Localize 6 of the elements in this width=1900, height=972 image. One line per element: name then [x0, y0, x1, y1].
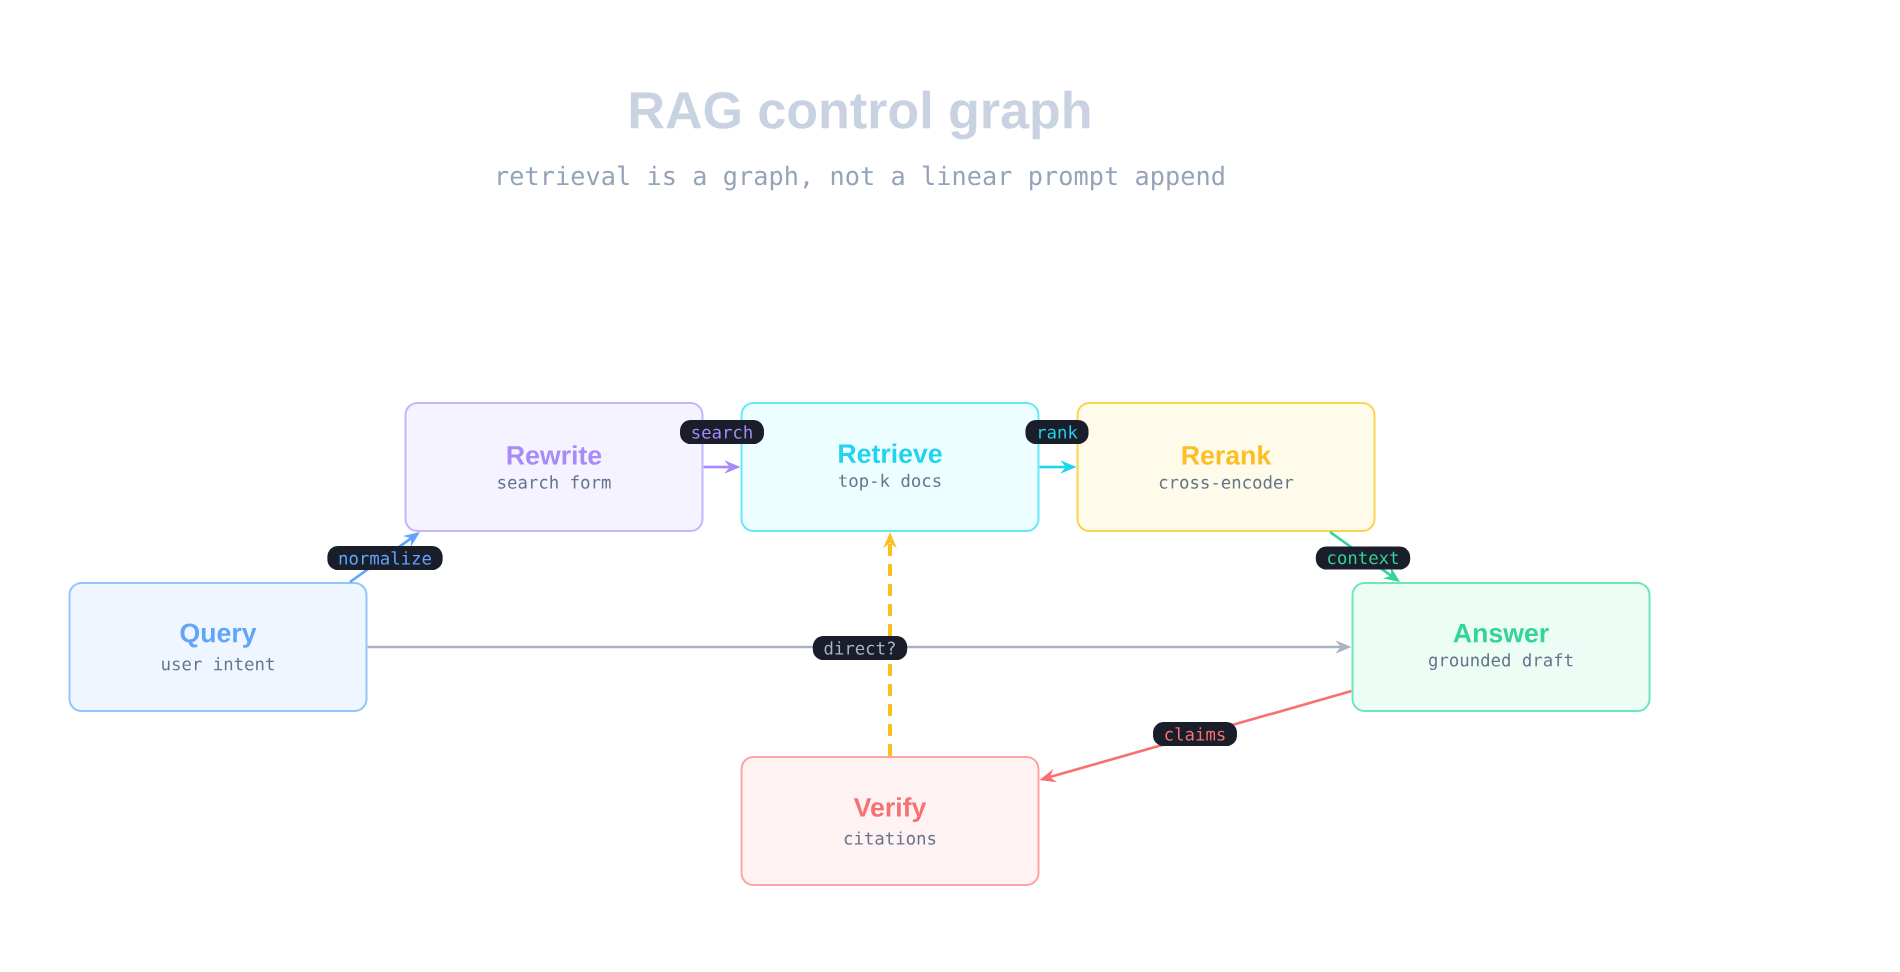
process-box: Rerank cross-encoder	[1076, 402, 1376, 532]
process-box: Verify citations	[740, 756, 1040, 886]
edge-label: context	[1315, 546, 1411, 570]
process-box: Query user intent	[68, 582, 368, 712]
process-box: Answer grounded draft	[1351, 582, 1651, 712]
subtitle: retrieval is a graph, not a linear prompt append	[498, 165, 1224, 191]
